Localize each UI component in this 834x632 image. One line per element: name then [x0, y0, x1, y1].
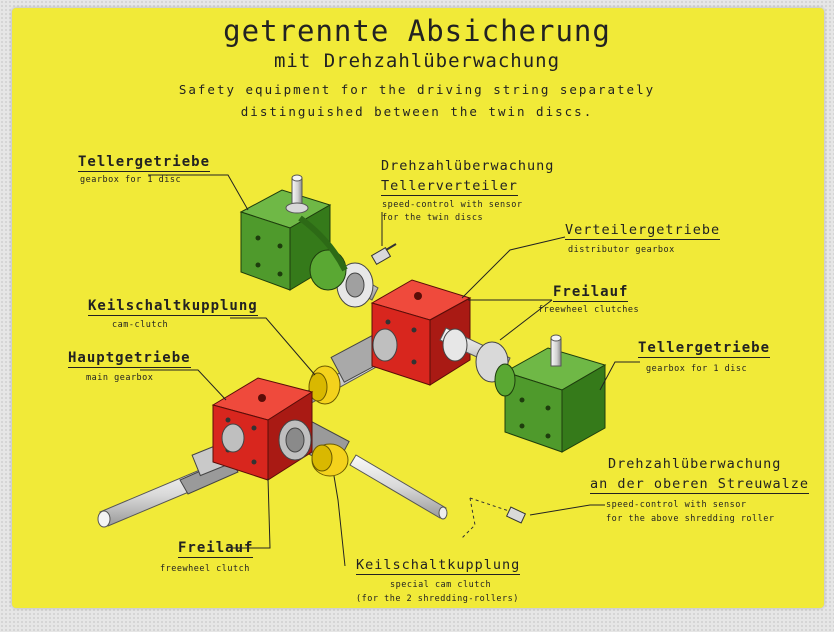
speed-sensor-top	[370, 243, 397, 266]
right-disc-gearbox	[494, 334, 607, 453]
label-drehzahl-teller-en-1: speed-control with sensor	[382, 200, 523, 210]
label-verteilergetriebe: Verteilergetriebe	[565, 222, 721, 240]
leader-lines	[140, 174, 640, 567]
label-hauptgetriebe: Hauptgetriebe	[68, 350, 191, 368]
cam-clutch-bottom	[311, 443, 349, 477]
label-verteilergetriebe-en: distributor gearbox	[568, 245, 675, 255]
label-tellergetriebe-right: Tellergetriebe	[638, 340, 771, 358]
label-drehzahl-streuwalze-2: an der oberen Streuwalze	[590, 476, 810, 494]
label-drehzahl-streuwalze-en-1: speed-control with sensor	[606, 500, 747, 510]
label-keilschaltkupplung-top: Keilschaltkupplung	[88, 298, 258, 316]
subtitle-en-2: distinguished between the twin discs.	[240, 104, 594, 119]
label-drehzahl-streuwalze-1: Drehzahlüberwachung	[608, 456, 782, 472]
label-keilschaltkupplung-bottom-en-2: (for the 2 shredding-rollers)	[356, 594, 519, 604]
label-drehzahl-teller-1: Drehzahlüberwachung	[381, 158, 555, 174]
label-tellergetriebe-top: Tellergetriebe	[78, 154, 211, 172]
subtitle-en-1: Safety equipment for the driving string …	[178, 82, 656, 97]
label-hauptgetriebe-en: main gearbox	[86, 373, 154, 383]
label-freilauf-right: Freilauf	[553, 284, 629, 302]
label-freilauf-bottom-en: freewheel clutch	[160, 564, 250, 574]
label-drehzahl-teller-2: Tellerverteiler	[381, 178, 518, 196]
label-tellergetriebe-top-en: gearbox for 1 disc	[80, 175, 182, 185]
label-keilschaltkupplung-bottom: Keilschaltkupplung	[356, 557, 521, 575]
shaft-to-right-disc	[439, 327, 511, 383]
label-tellergetriebe-right-en: gearbox for 1 disc	[646, 364, 748, 374]
label-drehzahl-streuwalze-en-2: for the above shredding roller	[606, 514, 775, 524]
label-freilauf-right-en: freewheel clutches	[538, 305, 640, 315]
speed-sensor-bottom	[461, 497, 527, 539]
label-keilschaltkupplung-bottom-en-1: special cam clutch	[390, 580, 492, 590]
label-freilauf-bottom: Freilauf	[178, 540, 254, 558]
title-line-1: getrennte Absicherung	[223, 14, 611, 48]
main-gearbox	[211, 377, 314, 481]
label-drehzahl-teller-en-2: for the twin discs	[382, 213, 484, 223]
title-line-2: mit Drehzahlüberwachung	[273, 50, 561, 72]
label-keilschaltkupplung-top-en: cam-clutch	[112, 320, 169, 330]
top-disc-gearbox	[239, 174, 348, 291]
